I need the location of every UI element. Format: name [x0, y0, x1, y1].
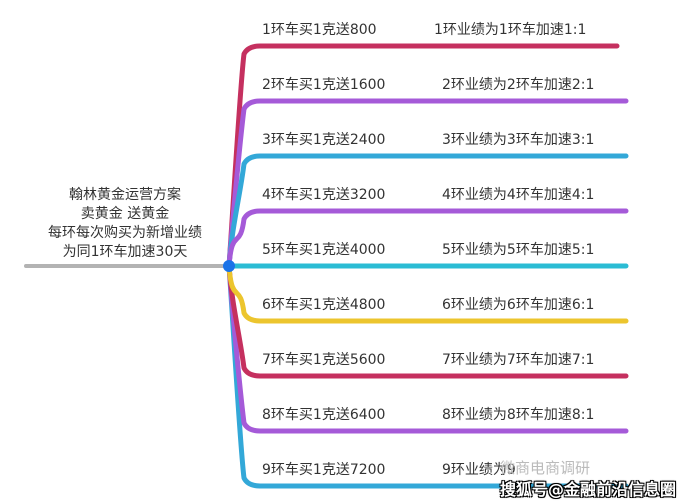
root-title: 翰林黄金运营方案 — [69, 187, 181, 203]
branch-1-accel: 1环业绩为1环车加速1:1 — [434, 22, 587, 38]
branch-3-gift: 3环车买1克送2400 — [262, 132, 386, 148]
branch-9-accel: 9环业绩为9 — [442, 462, 516, 478]
root-desc-line-2: 为同1环车加速30天 — [62, 244, 188, 260]
branch-7-gift: 7环车买1克送5600 — [262, 352, 386, 368]
branch-8-gift: 8环车买1克送6400 — [262, 407, 386, 423]
root-desc-line-1: 每环每次购买为新增业绩 — [48, 225, 202, 241]
branch-connector-6 — [226, 263, 629, 324]
watermark-sohu: 搜狐号@金融前沿信息圈 — [500, 480, 677, 499]
branch-9-gift: 9环车买1克送7200 — [262, 462, 386, 478]
branch-3-accel: 3环业绩为3环车加速3:1 — [442, 132, 595, 148]
branch-6-accel: 6环业绩为6环车加速6:1 — [442, 297, 595, 313]
root-node: 翰林黄金运营方案 卖黄金 送黄金 每环每次购买为新增业绩 为同1环车加速30天 — [20, 186, 230, 262]
branch-connector-7 — [226, 263, 629, 379]
branch-7-accel: 7环业绩为7环车加速7:1 — [442, 352, 595, 368]
branch-4-gift: 4环车买1克送3200 — [262, 187, 386, 203]
branch-2-gift: 2环车买1克送1600 — [262, 77, 386, 93]
branch-5-accel: 5环业绩为5环车加速5:1 — [442, 242, 595, 258]
hub-node-icon — [223, 260, 235, 272]
branch-connector-4 — [226, 208, 629, 269]
watermark-wechat: 微商电商调研 — [500, 459, 591, 477]
branch-4-accel: 4环业绩为4环车加速4:1 — [442, 187, 595, 203]
branch-6-gift: 6环车买1克送4800 — [262, 297, 386, 313]
branch-2-accel: 2环业绩为2环车加速2:1 — [442, 77, 595, 93]
branch-8-accel: 8环业绩为8环车加速8:1 — [442, 407, 595, 423]
branch-connector-3 — [226, 153, 629, 269]
branch-1-gift: 1环车买1克送800 — [262, 22, 377, 38]
branch-5-gift: 5环车买1克送4000 — [262, 242, 386, 258]
root-subtitle: 卖黄金 送黄金 — [80, 206, 170, 222]
